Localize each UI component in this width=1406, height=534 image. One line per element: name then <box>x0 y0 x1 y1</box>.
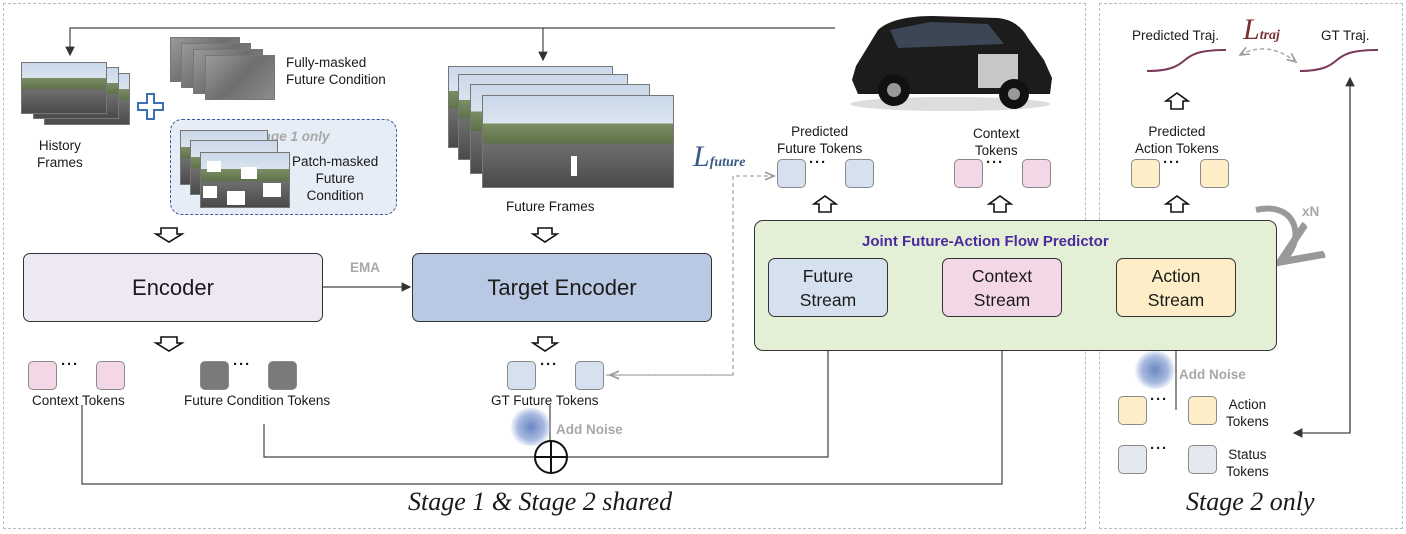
future-loss-label: Lfuture <box>693 140 746 173</box>
status-token <box>1118 445 1147 474</box>
predicted-future-token <box>845 159 874 188</box>
context-out-token <box>954 159 983 188</box>
add-noise-label: Add Noise <box>1179 367 1246 382</box>
context-token <box>96 361 125 390</box>
action-token <box>1188 396 1217 425</box>
action-token <box>1118 396 1147 425</box>
ellipsis: ··· <box>540 356 558 373</box>
noise-blob <box>1132 351 1178 389</box>
future-condition-tokens-label: Future Condition Tokens <box>184 393 331 408</box>
history-frame-front <box>21 62 107 114</box>
gt-future-token <box>575 361 604 390</box>
ellipsis: ··· <box>61 356 79 373</box>
ellipsis: ··· <box>233 356 251 373</box>
gt-future-tokens-label: GT Future Tokens <box>491 393 599 408</box>
ellipsis: ··· <box>1163 154 1181 171</box>
predicted-action-token <box>1200 159 1229 188</box>
repeat-label: xN <box>1302 204 1320 219</box>
predicted-action-token <box>1131 159 1160 188</box>
masked-frame-4 <box>205 55 275 100</box>
stage-shared-caption: Stage 1 & Stage 2 shared <box>408 487 673 516</box>
predicted-future-token <box>777 159 806 188</box>
ema-label: EMA <box>350 260 380 275</box>
context-token <box>28 361 57 390</box>
future-condition-token <box>268 361 297 390</box>
context-out-token <box>1022 159 1051 188</box>
gt-traj-label: GT Traj. <box>1321 28 1370 43</box>
plus-icon <box>137 93 164 120</box>
context-tokens-label: Context Tokens <box>32 393 125 408</box>
ellipsis: ··· <box>1150 440 1168 457</box>
predictor-title: Joint Future-Action Flow Predictor <box>862 233 1109 250</box>
encoder-block: Encoder <box>23 253 323 322</box>
ellipsis: ··· <box>809 154 827 171</box>
target-encoder-block: Target Encoder <box>412 253 712 322</box>
gt-future-token <box>507 361 536 390</box>
future-frames-label: Future Frames <box>506 199 595 214</box>
noise-blob <box>508 408 554 446</box>
traj-loss-label: Ltraj <box>1243 13 1280 46</box>
stage2-caption: Stage 2 only <box>1186 487 1315 516</box>
add-noise-label: Add Noise <box>556 422 623 437</box>
ellipsis: ··· <box>1150 391 1168 408</box>
status-token <box>1188 445 1217 474</box>
car-image <box>838 8 1058 112</box>
future-condition-token <box>200 361 229 390</box>
ellipsis: ··· <box>986 154 1004 171</box>
predicted-traj-label: Predicted Traj. <box>1132 28 1220 43</box>
future-frame-4 <box>482 95 674 188</box>
patch-frame-3 <box>200 152 290 208</box>
